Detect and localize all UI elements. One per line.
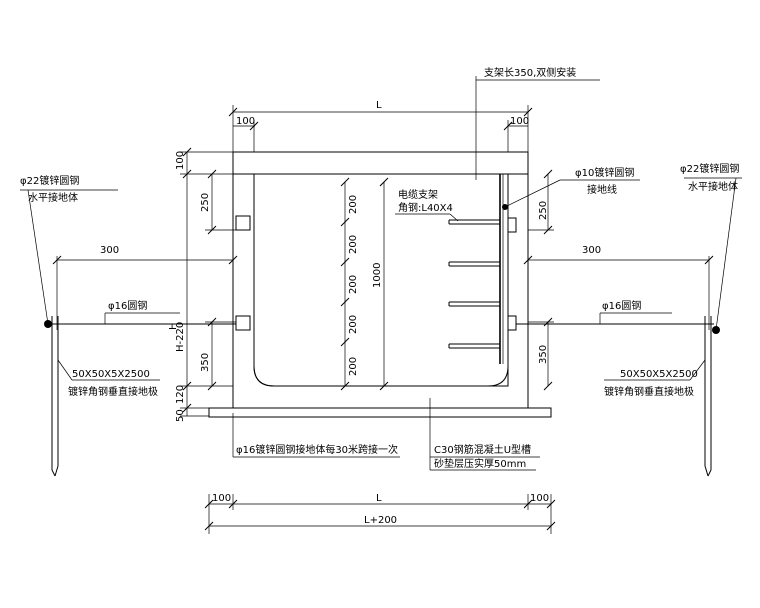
angle-pole-right: 50X50X5X2500	[620, 369, 698, 380]
bottom-dimensions: 100 L 100 L+200	[204, 493, 556, 534]
cable-bracket-label: 电缆支架	[398, 188, 438, 201]
trough-label: C30钢筋混凝土U型槽	[434, 443, 531, 456]
concrete-trough	[232, 151, 529, 409]
bot-left-100: 100	[212, 493, 231, 504]
angle-pole-left: 50X50X5X2500	[72, 369, 150, 380]
h-label: H	[168, 322, 179, 330]
top-l-label: L	[376, 100, 382, 111]
horiz-ground-left-2: 水平接地体	[28, 191, 78, 204]
horiz-ground-right-2: 水平接地体	[688, 180, 738, 193]
angle-pole-left-2: 镀锌角钢垂直接地极	[68, 385, 158, 398]
horiz-ground-right: φ22镀锌圆钢	[680, 162, 739, 175]
d-50: 50	[175, 409, 186, 422]
left-100: 100	[175, 151, 186, 170]
d-120: 120	[175, 385, 186, 404]
right-350: 350	[538, 345, 549, 364]
right-grounding: 300 φ22镀锌圆钢 水平接地体 φ16圆钢 50X50X5X2500 镀锌角…	[516, 162, 742, 477]
bot-l-label: L	[376, 493, 382, 504]
spacing-1000: 1000	[372, 263, 383, 288]
round-steel-right: φ16圆钢	[602, 299, 641, 312]
bottom-annotations: φ16镀锌圆钢接地体每30米跨接一次 C30钢筋混凝土U型槽 砂垫层压实厚50m…	[232, 398, 540, 471]
angle-steel-label: 角钢:L40X4	[398, 201, 453, 214]
right-dimensions: 250 350	[528, 169, 554, 391]
top-right-100: 100	[510, 116, 529, 127]
right-300: 300	[582, 245, 601, 256]
spacing-200: 200	[348, 357, 359, 376]
spacing-200: 200	[348, 195, 359, 214]
top-left-100: 100	[236, 116, 255, 127]
top-dimensions: L 100 100	[228, 100, 533, 152]
bracket-note: 支架长350,双侧安装	[484, 66, 576, 79]
left-250: 250	[200, 193, 211, 212]
left-grounding: 300 φ22镀锌圆钢 水平接地体 φ16圆钢 50X50X5X2500 镀锌角…	[20, 174, 238, 477]
bracket-arm	[448, 219, 500, 349]
bracket-spacing-dimensions: 200 200 200 200 200 1000	[340, 177, 389, 391]
bottom-ground-label: φ16镀锌圆钢接地体每30米跨接一次	[236, 443, 398, 456]
angle-pole-right-2: 镀锌角钢垂直接地极	[604, 385, 694, 398]
horiz-ground-left: φ22镀锌圆钢	[20, 174, 79, 187]
cushion-label: 砂垫层压实厚50mm	[434, 457, 526, 470]
left-350: 350	[200, 353, 211, 372]
bracket-annotations: 支架长350,双侧安装 电缆支架 角钢:L40X4 φ10镀锌圆钢 接地线	[395, 66, 640, 222]
spacing-200: 200	[348, 275, 359, 294]
spacing-200: 200	[348, 235, 359, 254]
ground-wire-label: φ10镀锌圆钢	[575, 166, 634, 179]
spacing-200: 200	[348, 315, 359, 334]
sand-cushion	[208, 407, 552, 418]
h-220: H-220	[175, 322, 186, 352]
ground-wire-label-2: 接地线	[587, 183, 617, 196]
bot-total: L+200	[364, 515, 397, 526]
left-300: 300	[100, 245, 119, 256]
bot-right-100: 100	[530, 493, 549, 504]
left-dimensions: 100 250 H-220 H 350 120 50	[168, 147, 236, 422]
round-steel-left: φ16圆钢	[108, 299, 147, 312]
right-250: 250	[538, 201, 549, 220]
